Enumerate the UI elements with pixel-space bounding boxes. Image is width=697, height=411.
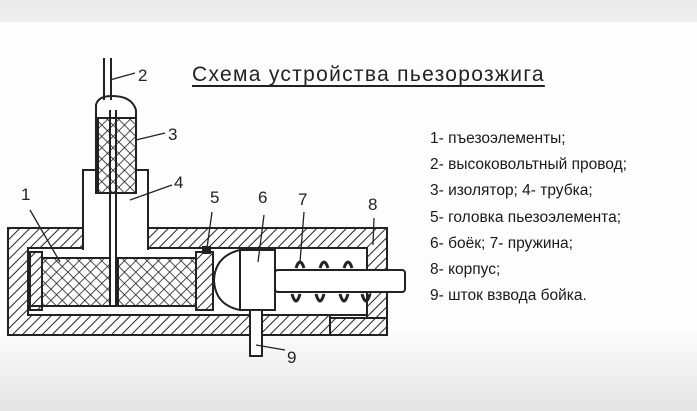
legend-item: 3- изолятор; 4- трубка; [430, 182, 593, 200]
legend-item: 8- корпус; [430, 261, 501, 279]
callout-5: 5 [210, 188, 219, 207]
legend-item: 1- пъезоэлементы; [430, 130, 566, 147]
legend-item: 2- высоковольтный провод; [430, 156, 627, 174]
callout-6: 6 [258, 188, 267, 207]
callout-2: 2 [138, 66, 147, 85]
callout-8: 8 [368, 195, 377, 214]
legend-item: 5- головка пьезоэлемента; [430, 208, 622, 226]
diagram-title: Схема устройства пьезорозжига [192, 63, 545, 86]
legend: 1- пъезоэлементы; 2- высоковольтный пров… [430, 126, 627, 309]
callout-9: 9 [287, 348, 296, 367]
rod [274, 269, 406, 293]
callout-1: 1 [21, 185, 30, 204]
bottom-band [0, 335, 697, 411]
legend-item: 9- шток взвода бойка. [430, 287, 587, 305]
legend-item: 6- боёк; 7- пружина; [430, 234, 573, 252]
top-band [0, 0, 697, 22]
callout-3: 3 [168, 125, 177, 144]
cocking-pin [249, 309, 263, 357]
striker [212, 248, 241, 312]
piezo-element [117, 257, 197, 307]
callout-4: 4 [174, 173, 183, 192]
piezo-head [195, 251, 214, 311]
callout-7: 7 [298, 190, 307, 209]
piezo-element [41, 257, 111, 307]
